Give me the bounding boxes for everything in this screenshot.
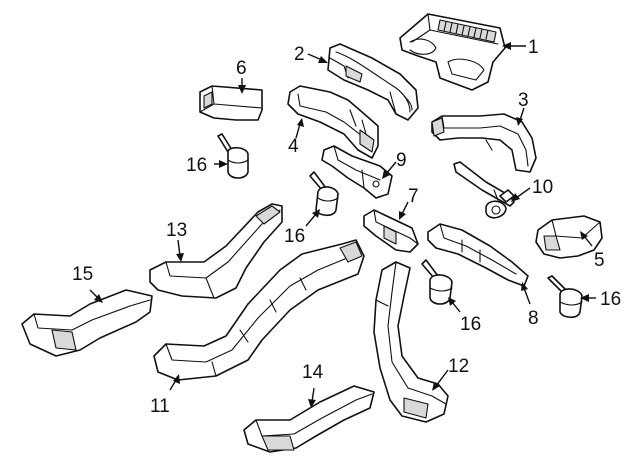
part-5-side-duct[interactable] — [535, 215, 603, 259]
part-11-long-floor-duct[interactable] — [153, 239, 365, 381]
callout-8: 8 — [528, 308, 539, 329]
callout-14: 14 — [302, 362, 324, 383]
callout-10: 10 — [532, 177, 553, 198]
part-14-bottom-floor-duct[interactable] — [243, 385, 375, 453]
part-13-rear-floor-duct[interactable] — [149, 203, 283, 299]
callout-labels: 1 2 3 4 5 6 7 8 9 10 11 12 13 14 15 16 1… — [72, 37, 621, 417]
part-2-center-duct[interactable] — [327, 43, 419, 121]
callout-2: 2 — [294, 44, 305, 65]
part-6-side-vent[interactable] — [199, 85, 263, 121]
part-3-right-dash-duct[interactable] — [431, 113, 537, 173]
callout-11: 11 — [150, 396, 170, 417]
part-16-clip-a[interactable] — [217, 133, 249, 179]
callout-3: 3 — [518, 90, 529, 111]
part-4-left-dash-duct[interactable] — [287, 85, 379, 159]
callout-12: 12 — [448, 356, 469, 377]
callout-16-a: 16 — [186, 155, 207, 176]
callout-5: 5 — [594, 250, 605, 271]
leader-lines — [89, 42, 596, 408]
part-15-left-floor-duct[interactable] — [21, 289, 153, 357]
callout-16-c: 16 — [460, 314, 481, 335]
callout-16-b: 16 — [284, 226, 305, 247]
part-10-support-rod[interactable] — [453, 161, 515, 219]
callout-15: 15 — [72, 264, 93, 285]
part-16-clip-c[interactable] — [421, 259, 453, 305]
part-16-clip-d[interactable] — [547, 275, 583, 319]
callout-4: 4 — [288, 136, 299, 157]
callout-9: 9 — [396, 150, 407, 171]
callout-13: 13 — [166, 220, 187, 241]
part-16-clip-b[interactable] — [309, 171, 339, 217]
callout-7: 7 — [408, 186, 419, 207]
part-1-duct-housing[interactable] — [399, 13, 506, 91]
part-12-rear-vertical-duct[interactable] — [373, 261, 449, 423]
callout-6: 6 — [236, 58, 247, 79]
part-9-bracket[interactable] — [321, 145, 393, 199]
callout-1: 1 — [528, 37, 539, 58]
callout-16-d: 16 — [600, 289, 621, 310]
part-7-block[interactable] — [363, 209, 419, 253]
